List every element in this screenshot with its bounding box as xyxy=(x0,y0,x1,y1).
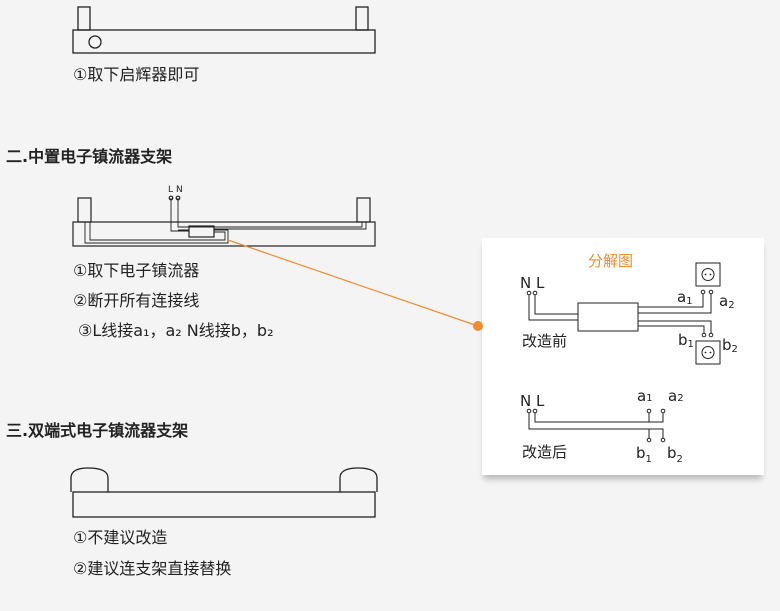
callout-dot xyxy=(473,321,483,331)
step-text: ①不建议改造 xyxy=(73,528,168,547)
b1-label: b1 xyxy=(636,444,652,465)
socket-icon xyxy=(695,262,721,287)
double-ended-fixture xyxy=(70,467,378,518)
starter-fixture xyxy=(72,6,376,54)
pin-label-l: L xyxy=(168,185,173,195)
n-label: N xyxy=(520,392,531,410)
b2-label: b2 xyxy=(722,336,738,355)
section-heading: 二.中置电子镇流器支架 xyxy=(6,147,173,166)
section-heading: 三.双端式电子镇流器支架 xyxy=(6,421,189,440)
l-label: L xyxy=(536,274,545,292)
n-label: N xyxy=(520,274,531,292)
callout-line xyxy=(227,239,479,327)
step-text: ③L线接a₁，a₂ N线接b，b₂ xyxy=(78,321,274,340)
ballast-icon xyxy=(577,302,639,332)
exploded-view-title: 分解图 xyxy=(588,252,633,270)
step-text: ①取下电子镇流器 xyxy=(73,261,200,280)
ballast-icon xyxy=(188,225,215,238)
b2-label: b2 xyxy=(667,444,683,465)
b1-label: b1 xyxy=(678,331,694,350)
step-text: ②建议连支架直接替换 xyxy=(73,559,232,578)
starter-icon xyxy=(88,35,102,49)
a1-label: a1 xyxy=(637,387,653,405)
before-label: 改造前 xyxy=(522,332,567,350)
socket-icon xyxy=(695,340,721,365)
a1-label: a1 xyxy=(677,288,693,307)
after-label: 改造后 xyxy=(522,443,567,461)
a2-label: a2 xyxy=(719,292,735,311)
middle-ballast-fixture xyxy=(72,195,376,247)
step-text: ①取下启辉器即可 xyxy=(73,65,200,84)
pin-label-n: N xyxy=(176,185,183,195)
l-label: L xyxy=(536,392,545,410)
exploded-view-panel xyxy=(482,238,764,475)
before-wiring xyxy=(526,262,721,365)
after-wiring xyxy=(526,408,666,443)
step-text: ②断开所有连接线 xyxy=(73,291,200,310)
a2-label: a2 xyxy=(668,387,684,405)
